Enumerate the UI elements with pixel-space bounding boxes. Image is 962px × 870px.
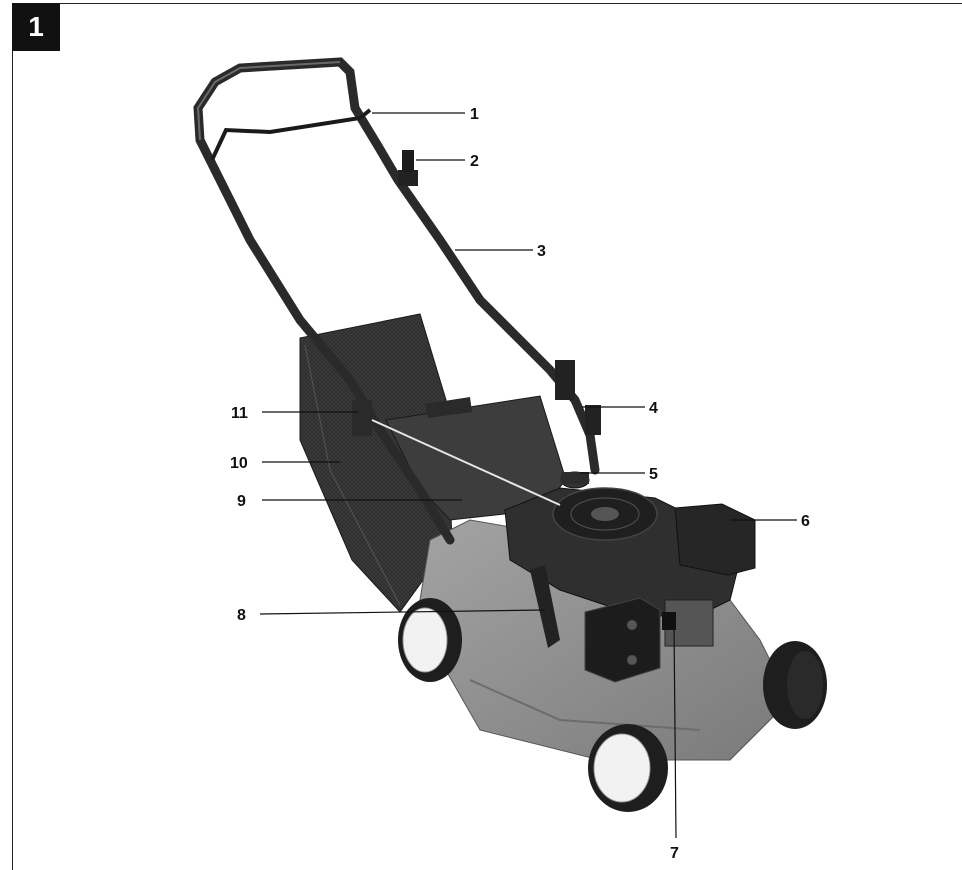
bowden-cable — [371, 419, 561, 506]
callout-10: 10 — [230, 455, 248, 472]
operating-bail — [210, 108, 372, 161]
engine — [504, 471, 756, 683]
leader-lines — [259, 112, 797, 839]
callout-3: 3 — [537, 243, 546, 260]
handle-clamp-knob — [555, 360, 601, 435]
callout-9: 9 — [237, 493, 246, 510]
callout-4: 4 — [649, 400, 658, 417]
callout-labels: 1 2 3 4 5 6 7 8 9 10 11 — [230, 106, 810, 862]
wheel-front-right — [763, 641, 827, 729]
callout-8: 8 — [237, 607, 246, 624]
wheel-rear-left — [398, 598, 462, 682]
callout-7: 7 — [670, 845, 679, 862]
callout-6: 6 — [801, 513, 810, 530]
callout-1: 1 — [470, 106, 479, 123]
callout-5: 5 — [649, 466, 658, 483]
figure-number: 1 — [12, 3, 60, 51]
callout-2: 2 — [470, 153, 479, 170]
bag-hook — [352, 400, 372, 436]
callout-11: 11 — [231, 405, 248, 422]
oil-dipstick — [530, 565, 560, 648]
throttle-lever — [398, 150, 418, 186]
muffler — [584, 597, 661, 683]
figure-frame — [12, 3, 962, 870]
air-filter-cover — [674, 503, 756, 576]
wheel-front-left — [588, 724, 668, 812]
